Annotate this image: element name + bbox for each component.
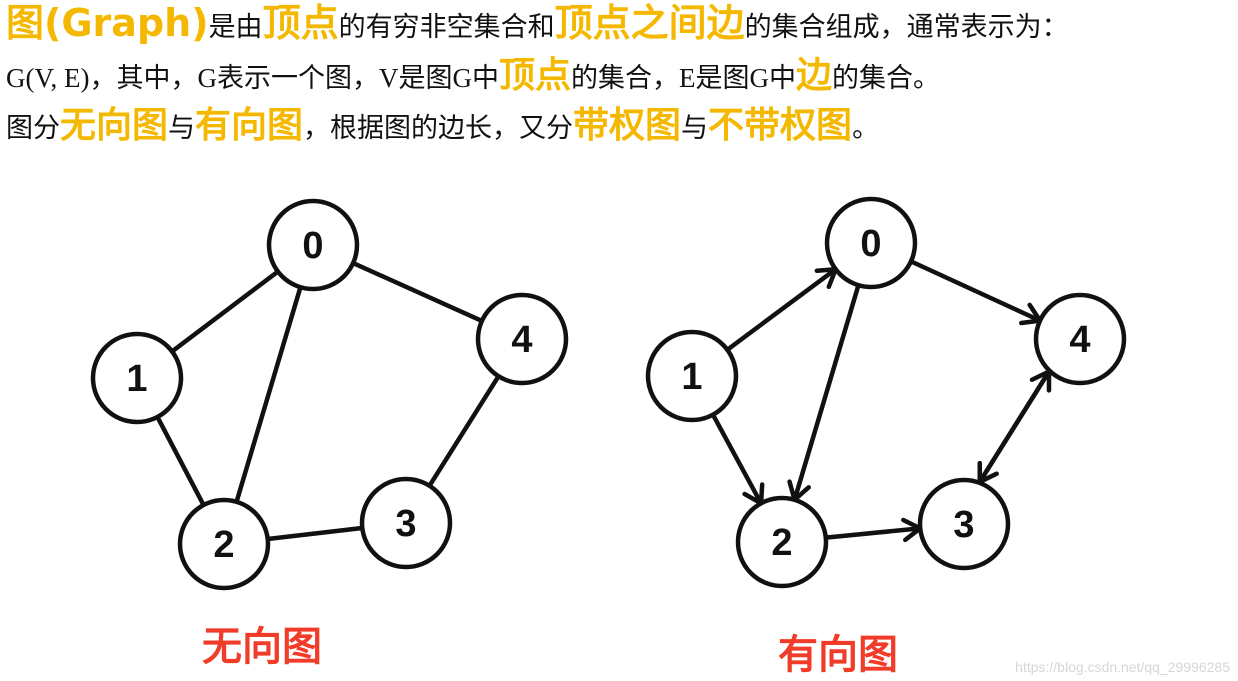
node-3: 3	[359, 476, 453, 570]
node-circle	[645, 329, 739, 423]
node-0: 0	[824, 196, 918, 290]
text-run: E	[679, 63, 696, 93]
node-circle	[90, 331, 184, 425]
text-run: 的集合，	[571, 63, 680, 94]
node-label: 4	[1069, 319, 1090, 361]
highlight-term: 带权图	[573, 105, 682, 146]
node-circle	[735, 495, 829, 589]
highlight-term: 有向图	[195, 105, 304, 146]
node-label: 2	[771, 522, 792, 564]
text-run: G	[749, 63, 770, 93]
node-4: 4	[475, 292, 569, 386]
edge-4-3	[977, 369, 1052, 485]
text-run: ，其中，	[89, 63, 198, 94]
node-circle	[266, 198, 360, 292]
node-2: 2	[177, 497, 271, 591]
node-3: 3	[917, 477, 1011, 571]
directed-graph-caption: 有向图	[778, 632, 898, 678]
intro-line-1: 图(Graph)是由顶点的有穷非空集合和顶点之间边的集合组成，通常表示为：	[6, 0, 1234, 50]
node-label: 0	[860, 223, 881, 265]
edge-0-2	[234, 284, 303, 505]
edge-0-4	[908, 259, 1043, 323]
text-run: 。	[852, 113, 880, 144]
watermark: https://blog.csdn.net/qq_29996285	[1015, 659, 1230, 675]
node-circle	[917, 477, 1011, 571]
edge-2-3	[823, 526, 923, 540]
node-1: 1	[90, 331, 184, 425]
node-circle	[1033, 292, 1127, 386]
text-run: G(V, E)	[6, 63, 90, 93]
intro-line-3: 图分无向图与有向图，根据图的边长，又分带权图与不带权图。	[6, 102, 1234, 156]
highlight-term: 无向图	[60, 105, 169, 146]
edge-3-4	[427, 373, 501, 489]
node-label: 3	[395, 503, 416, 545]
highlight-term: 顶点	[262, 1, 339, 45]
text-run: 中	[472, 63, 499, 94]
node-1: 1	[645, 329, 739, 423]
edge-1-2	[710, 412, 764, 506]
node-label: 4	[511, 319, 532, 361]
text-run: 是图	[398, 63, 453, 94]
node-4: 4	[1033, 292, 1127, 386]
node-label: 2	[213, 524, 234, 566]
text-run: 的有穷非空集合和	[338, 12, 555, 43]
node-label: 3	[953, 504, 974, 546]
node-circle	[177, 497, 271, 591]
text-run: ，根据图的边长，又分	[303, 113, 574, 144]
highlight-term: 顶点之间边	[554, 1, 745, 45]
text-run: V	[379, 63, 399, 93]
edge-2-3	[265, 525, 365, 542]
directed-graph: 0 1 2 3 4	[645, 196, 1127, 589]
node-circle	[475, 292, 569, 386]
text-run: 图分	[6, 113, 60, 144]
intro-line-2: G(V, E)，其中，G表示一个图，V是图G中顶点的集合，E是图G中边的集合。	[6, 50, 1234, 102]
edge-1-0	[725, 266, 838, 353]
highlight-term: 边	[796, 55, 833, 96]
text-run: 是图	[695, 63, 750, 94]
text-run: 的集合组成，通常表示为：	[744, 12, 1069, 43]
text-run: G	[452, 63, 473, 93]
highlight-term: 图(Graph)	[6, 1, 209, 45]
edge-0-2	[792, 282, 861, 503]
text-run: 表示一个图，	[217, 63, 379, 94]
undirected-graph: 0 1 2 3 4	[90, 198, 569, 591]
node-label: 1	[681, 356, 702, 398]
highlight-term: 顶点	[499, 55, 572, 96]
intro-text: 图(Graph)是由顶点的有穷非空集合和顶点之间边的集合组成，通常表示为： G(…	[6, 0, 1234, 156]
text-run: 的集合。	[832, 63, 941, 94]
edge-0-4	[350, 260, 485, 324]
text-run: 是由	[208, 12, 263, 43]
text-run: G	[197, 63, 218, 93]
text-run: 与	[681, 113, 709, 144]
node-2: 2	[735, 495, 829, 589]
node-circle	[824, 196, 918, 290]
node-0: 0	[266, 198, 360, 292]
text-run: 与	[168, 113, 196, 144]
edge-1-0	[169, 269, 281, 354]
node-circle	[359, 476, 453, 570]
node-label: 1	[126, 358, 147, 400]
highlight-term: 不带权图	[708, 105, 853, 146]
edge-1-2	[155, 414, 206, 508]
undirected-graph-caption: 无向图	[202, 624, 322, 670]
node-label: 0	[302, 225, 323, 267]
text-run: 中	[769, 63, 797, 94]
